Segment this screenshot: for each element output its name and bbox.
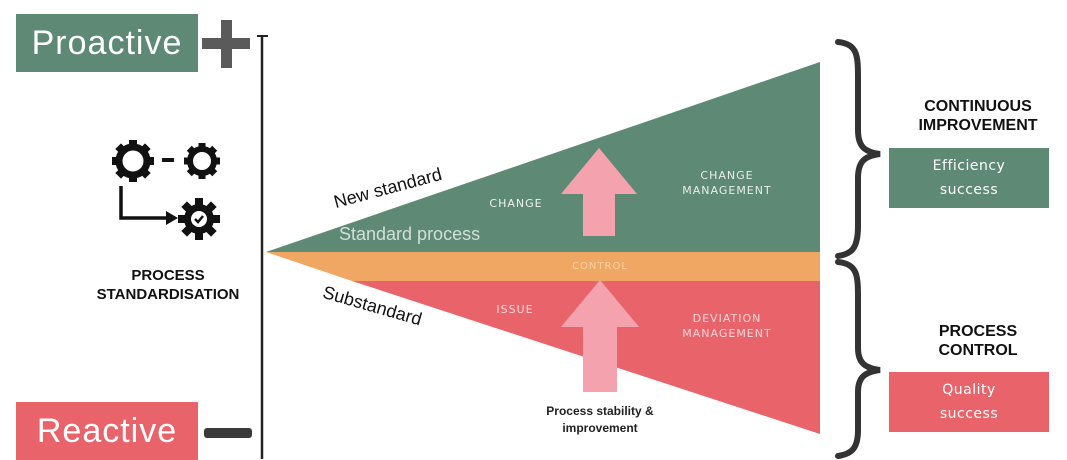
process-control-title: PROCESS CONTROL bbox=[898, 322, 1058, 360]
std-label-line1: PROCESS bbox=[131, 267, 205, 284]
efficiency-line2: success bbox=[939, 182, 999, 198]
issue-label: ISSUE bbox=[496, 303, 534, 316]
stability-line2: improvement bbox=[562, 421, 638, 435]
deviation-management-line1: DEVIATION bbox=[692, 312, 762, 325]
reactive-label: Reactive bbox=[36, 411, 178, 450]
efficiency-line1: Efficiency bbox=[932, 158, 1006, 174]
reactive-box: Reactive bbox=[16, 402, 198, 460]
continuous-improvement-title: CONTINUOUS IMPROVEMENT bbox=[898, 97, 1058, 135]
control-band bbox=[266, 252, 820, 281]
stability-line1: Process stability & bbox=[546, 404, 654, 418]
deviation-management-line2: MANAGEMENT bbox=[682, 327, 772, 340]
change-management-label: CHANGE MANAGEMENT bbox=[657, 168, 797, 198]
deviation-management-label: DEVIATION MANAGEMENT bbox=[657, 311, 797, 341]
change-management-line1: CHANGE bbox=[700, 169, 754, 182]
std-label-line2: STANDARDISATION bbox=[96, 286, 240, 303]
upper-triangle bbox=[266, 62, 820, 252]
proactive-box: Proactive bbox=[16, 14, 198, 72]
upward-arrow-upper bbox=[561, 148, 637, 236]
minus-icon bbox=[204, 428, 252, 438]
quality-success-box: Quality success bbox=[889, 372, 1049, 432]
change-management-line2: MANAGEMENT bbox=[682, 184, 772, 197]
process-stability-label: Process stability & improvement bbox=[505, 403, 695, 437]
plus-icon-vertical bbox=[221, 20, 232, 68]
ci-title-line2: IMPROVEMENT bbox=[918, 117, 1038, 134]
standard-process-label: Standard process bbox=[339, 224, 481, 244]
pc-title-line1: PROCESS bbox=[938, 323, 1018, 340]
change-label: CHANGE bbox=[489, 197, 543, 210]
ci-title-line1: CONTINUOUS bbox=[924, 98, 1032, 115]
lower-brace bbox=[835, 259, 881, 459]
process-standardisation-label: PROCESS STANDARDISATION bbox=[78, 266, 258, 304]
proactive-label: Proactive bbox=[31, 23, 183, 62]
quality-line2: success bbox=[939, 406, 999, 422]
pc-title-line2: CONTROL bbox=[938, 342, 1018, 359]
upward-arrow-lower bbox=[561, 280, 639, 392]
control-label: CONTROL bbox=[572, 261, 628, 272]
upper-brace bbox=[835, 39, 881, 259]
efficiency-success-box: Efficiency success bbox=[889, 148, 1049, 208]
gears-process-icon bbox=[112, 140, 220, 240]
quality-line1: Quality bbox=[942, 382, 996, 398]
